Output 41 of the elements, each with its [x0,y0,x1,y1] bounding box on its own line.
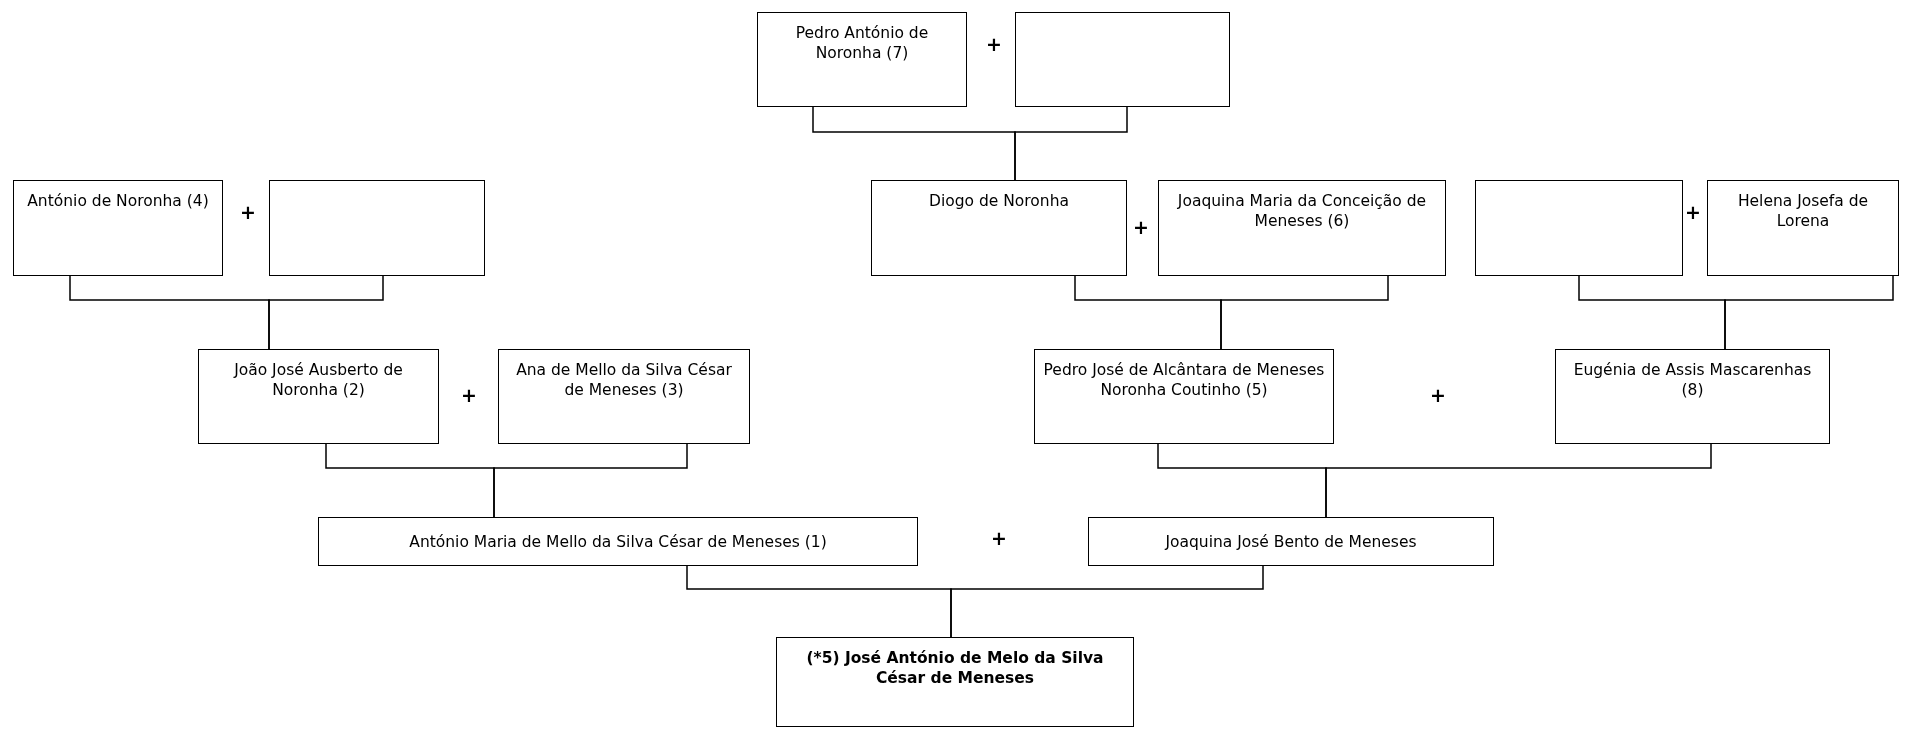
person-box [776,637,1134,727]
person-name: Helena Josefa de Lorena [1736,191,1870,231]
person-box [498,349,750,444]
empty-person-box [1015,12,1230,107]
empty-person-box [269,180,485,276]
person-name: Ana de Mello da Silva César de Meneses (3) [515,360,733,400]
person-name: João José Ausberto de Noronha (2) [232,360,404,400]
person-name: Joaquina Maria da Conceição de Meneses (6) [1176,191,1428,231]
family-connector [1724,275,1894,350]
person-name: Joaquina José Bento de Meneses [1165,531,1417,552]
person-name: António de Noronha (4) [27,191,209,211]
family-connector [493,443,688,518]
empty-person-box [1475,180,1683,276]
marriage-sign: + [991,528,1007,548]
marriage-sign: + [986,34,1002,54]
person-box [318,517,918,566]
person-name: António Maria de Mello da Silva César de Meneses (1) [409,531,827,552]
family-connector [268,275,384,350]
person-box [1707,180,1899,276]
person-box [757,12,967,107]
person-box [1088,517,1494,566]
marriage-sign: + [240,202,256,222]
marriage-sign: + [1133,217,1149,237]
person-box [13,180,223,276]
family-connector [1014,106,1128,181]
person-box [871,180,1127,276]
person-name: (*5) José António de Melo da Silva César de Meneses [805,648,1105,688]
person-box [1158,180,1446,276]
family-connector [1220,275,1389,350]
person-box [198,349,439,444]
marriage-sign: + [1685,202,1701,222]
marriage-sign: + [1430,385,1446,405]
person-box [1555,349,1830,444]
family-connector [1325,443,1712,518]
person-name: Pedro José de Alcântara de Meneses Noronha Coutinho (5) [1043,360,1325,400]
person-name: Diogo de Noronha [929,191,1069,211]
person-name: Eugénia de Assis Mascarenhas (8) [1572,360,1813,400]
person-box [1034,349,1334,444]
person-name: Pedro António de Noronha (7) [794,23,930,63]
family-connector [950,565,1264,638]
marriage-sign: + [461,385,477,405]
